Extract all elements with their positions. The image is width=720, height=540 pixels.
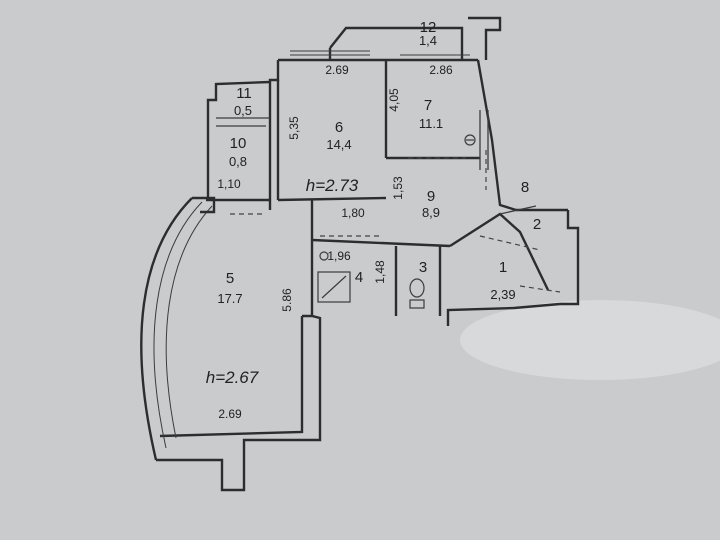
room-9-area: 8,9 xyxy=(422,205,440,220)
room-12-number: 12 xyxy=(420,19,437,36)
dimension-room6-width: 2.69 xyxy=(325,63,349,77)
room-10-number: 10 xyxy=(230,135,247,152)
room-10-area: 0,8 xyxy=(229,154,247,169)
dimension-room5-width: 2.69 xyxy=(218,407,242,421)
ceiling-height-room6: h=2.73 xyxy=(306,176,359,195)
toilet-fixture xyxy=(409,278,425,309)
room-9-number: 9 xyxy=(427,188,435,205)
sink-icon xyxy=(464,134,476,146)
dimension-room6-depth: 5,35 xyxy=(287,116,301,140)
paper-glare xyxy=(460,300,720,380)
room-12-area: 1,4 xyxy=(419,33,437,48)
room-6-area: 14,4 xyxy=(326,137,351,152)
room-7-number: 7 xyxy=(424,97,432,114)
room-4-number: 4 xyxy=(355,269,363,286)
bathtub-fixture xyxy=(317,251,351,303)
room-1-area: 2,39 xyxy=(490,287,515,302)
dimension-bath-depth: 1,48 xyxy=(373,260,387,284)
room-6-number: 6 xyxy=(335,119,343,136)
dimension-bath-width: 1,96 xyxy=(327,249,351,263)
ceiling-height-room5: h=2.67 xyxy=(206,368,259,387)
dimension-corridor-length: 1,80 xyxy=(341,206,365,220)
room-11-number: 11 xyxy=(236,85,252,102)
room-11-area: 0,5 xyxy=(234,103,252,118)
door-openings xyxy=(230,150,561,293)
room-7-area: 11.1 xyxy=(419,116,443,131)
room-8-number: 8 xyxy=(521,179,529,196)
outer-walls xyxy=(140,16,580,492)
dimension-room7-depth: 4,05 xyxy=(387,88,401,112)
room-5-area: 17.7 xyxy=(217,291,242,306)
dimension-room5-depth: 5.86 xyxy=(280,288,294,312)
dimension-room10-width: 1,10 xyxy=(217,177,241,191)
interior-walls xyxy=(206,60,550,316)
room-3-number: 3 xyxy=(419,259,427,276)
dimension-room7-width: 2.86 xyxy=(429,63,453,77)
dimension-corridor-width: 1,53 xyxy=(391,176,405,200)
room-5-number: 5 xyxy=(226,270,234,287)
top-windows xyxy=(290,50,470,56)
room-1-number: 1 xyxy=(499,259,507,276)
room-2-number: 2 xyxy=(533,216,541,233)
